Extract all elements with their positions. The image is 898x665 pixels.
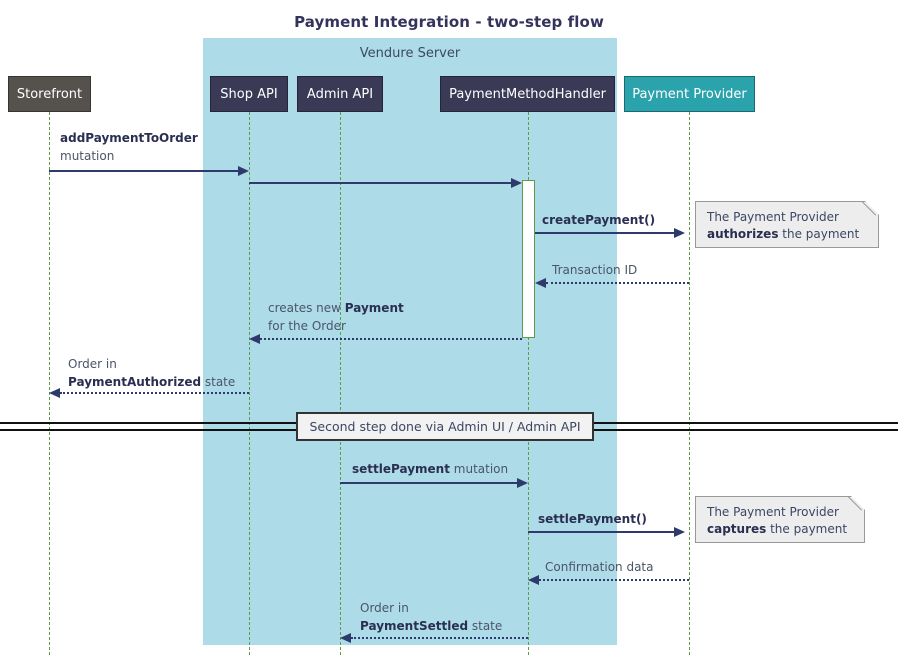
message-line-m3 [535, 232, 674, 234]
lifeline-shop-api [249, 112, 250, 655]
participant-storefront[interactable]: Storefront [8, 76, 91, 112]
activation-bar-payment-method-handler [522, 180, 535, 338]
message-label-m3: createPayment() [542, 212, 655, 228]
message-label-m6-line2: PaymentAuthorized state [68, 374, 235, 390]
note-capture-line2: captures the payment [707, 521, 854, 538]
message-arrowhead-m2 [511, 178, 522, 188]
message-label-m10-bold: PaymentSettled [360, 619, 469, 633]
message-label-m10-line2: PaymentSettled state [360, 618, 502, 634]
group-box-vendure-server: Vendure Server [203, 38, 617, 645]
message-line-m10 [351, 637, 528, 639]
participant-label-admin-api: Admin API [306, 86, 374, 102]
note-authorize: The Payment Provider authorizes the paym… [695, 201, 879, 248]
message-label-m8: settlePayment() [538, 511, 647, 527]
note-capture-rest: the payment [766, 522, 848, 536]
message-label-m10-rest: state [468, 619, 503, 633]
message-arrowhead-m1 [238, 166, 249, 176]
message-arrowhead-m7 [517, 478, 528, 488]
message-label-m1-line1: addPaymentToOrder [60, 130, 198, 146]
message-label-m3-bold: createPayment() [542, 213, 656, 227]
participant-label-payment-provider: Payment Provider [632, 86, 747, 102]
message-arrowhead-m5 [249, 334, 260, 344]
message-label-m6-line1: Order in [68, 357, 117, 371]
participant-label-storefront: Storefront [16, 86, 83, 102]
note-capture-bold: captures [707, 522, 767, 536]
message-label-m7-rest: mutation [449, 462, 509, 476]
message-label-m4: Transaction ID [552, 263, 638, 277]
message-label-m10-line1: Order in [360, 601, 409, 615]
message-line-m8 [528, 531, 674, 533]
message-label-m9: Confirmation data [545, 560, 654, 574]
message-arrowhead-m10 [340, 633, 351, 643]
message-arrowhead-m6 [49, 388, 60, 398]
lifeline-payment-provider [689, 112, 690, 655]
message-label-m7-bold: settlePayment [352, 462, 450, 476]
note-fold-edge-icon-2 [846, 496, 865, 515]
note-authorize-line2: authorizes the payment [707, 226, 868, 243]
participant-payment-provider[interactable]: Payment Provider [624, 76, 755, 112]
message-label-m8-bold: settlePayment() [538, 512, 647, 526]
page-title: Payment Integration - two-step flow [294, 13, 604, 31]
message-label-m1-line2: mutation [60, 149, 115, 163]
lifeline-admin-api [340, 112, 341, 655]
message-line-m4 [546, 282, 689, 284]
note-capture: The Payment Provider captures the paymen… [695, 496, 865, 543]
message-line-m9 [539, 579, 689, 581]
note-fold-edge-icon [860, 201, 879, 220]
message-label-m5-pre: creates new [268, 301, 345, 315]
note-authorize-line1: The Payment Provider [707, 210, 839, 224]
message-label-m1-bold: addPaymentToOrder [60, 131, 198, 145]
message-arrowhead-m3 [674, 228, 685, 238]
message-arrowhead-m4 [535, 278, 546, 288]
lifeline-payment-method-handler [528, 112, 529, 655]
message-line-m1 [49, 170, 238, 172]
message-label-m6-bold: PaymentAuthorized [68, 375, 202, 389]
message-arrowhead-m9 [528, 575, 539, 585]
divider-label: Second step done via Admin UI / Admin AP… [309, 419, 581, 434]
lifeline-storefront [49, 112, 50, 655]
participant-label-payment-method-handler: PaymentMethodHandler [449, 86, 606, 102]
participant-shop-api[interactable]: Shop API [210, 76, 288, 112]
note-authorize-bold: authorizes [707, 227, 779, 241]
message-line-m5 [260, 338, 522, 340]
message-label-m5-line2: for the Order [268, 319, 346, 333]
group-box-label: Vendure Server [359, 46, 461, 61]
message-label-m6-rest: state [201, 375, 236, 389]
participant-admin-api[interactable]: Admin API [297, 76, 383, 112]
message-label-m5-line1: creates new Payment [268, 300, 404, 316]
note-capture-line1: The Payment Provider [707, 505, 839, 519]
message-label-m7: settlePayment mutation [352, 461, 508, 477]
message-line-m6 [60, 392, 249, 394]
divider-box: Second step done via Admin UI / Admin AP… [296, 412, 594, 441]
message-label-m5-bold: Payment [344, 301, 404, 315]
note-authorize-rest: the payment [778, 227, 860, 241]
message-arrowhead-m8 [674, 527, 685, 537]
participant-payment-method-handler[interactable]: PaymentMethodHandler [440, 76, 615, 112]
message-line-m2 [249, 182, 511, 184]
participant-label-shop-api: Shop API [220, 86, 278, 102]
message-line-m7 [340, 482, 517, 484]
